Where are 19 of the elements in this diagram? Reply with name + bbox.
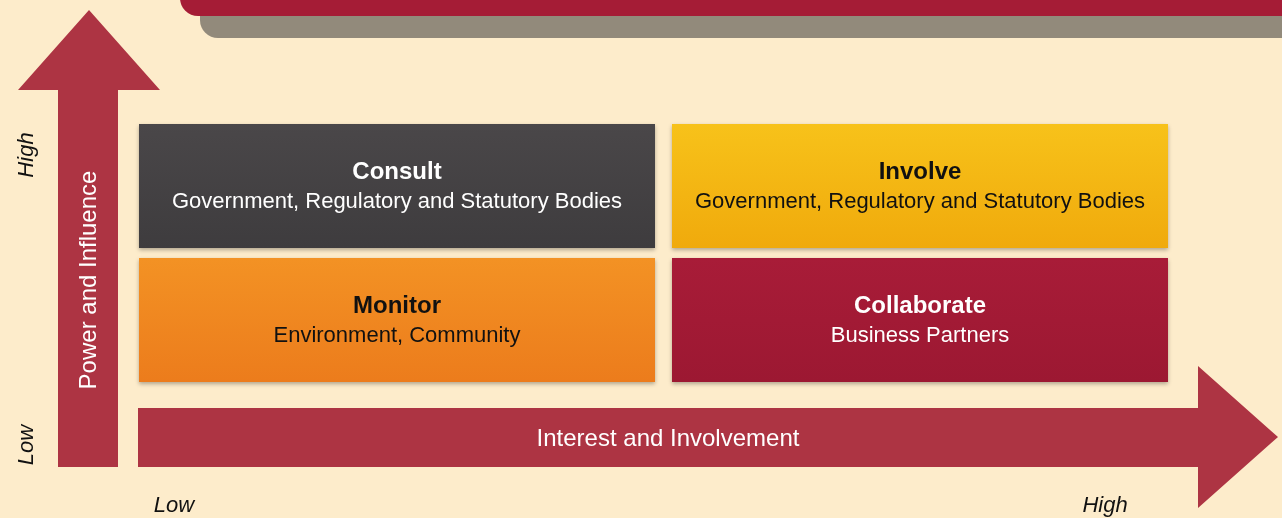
quadrant-box (139, 124, 655, 248)
quadrant-text: Government, Regulatory and Statutory Bodies (695, 187, 1145, 215)
axis-level-label: High (1082, 492, 1128, 518)
axis-title: Power and Influence (74, 170, 102, 390)
quadrant-title: Involve (878, 156, 962, 186)
quadrant-box (672, 124, 1168, 248)
quadrant-title: Monitor (353, 290, 441, 320)
quadrant-text: Government, Regulatory and Statutory Bodies (172, 187, 622, 215)
quadrant-title: Consult (352, 156, 442, 186)
quadrant-box (139, 258, 655, 382)
quadrant-text: Business Partners (830, 321, 1010, 349)
axis-level-label: Low (153, 492, 195, 518)
axis-level-label: Low (13, 424, 39, 466)
quadrant-text: Environment, Community (273, 321, 521, 349)
axis-level-label: High (13, 132, 39, 178)
quadrant-box (672, 258, 1168, 382)
axis-title: Interest and Involvement (536, 424, 800, 452)
quadrant-title: Collaborate (854, 290, 986, 320)
vertical-arrow (18, 10, 160, 467)
